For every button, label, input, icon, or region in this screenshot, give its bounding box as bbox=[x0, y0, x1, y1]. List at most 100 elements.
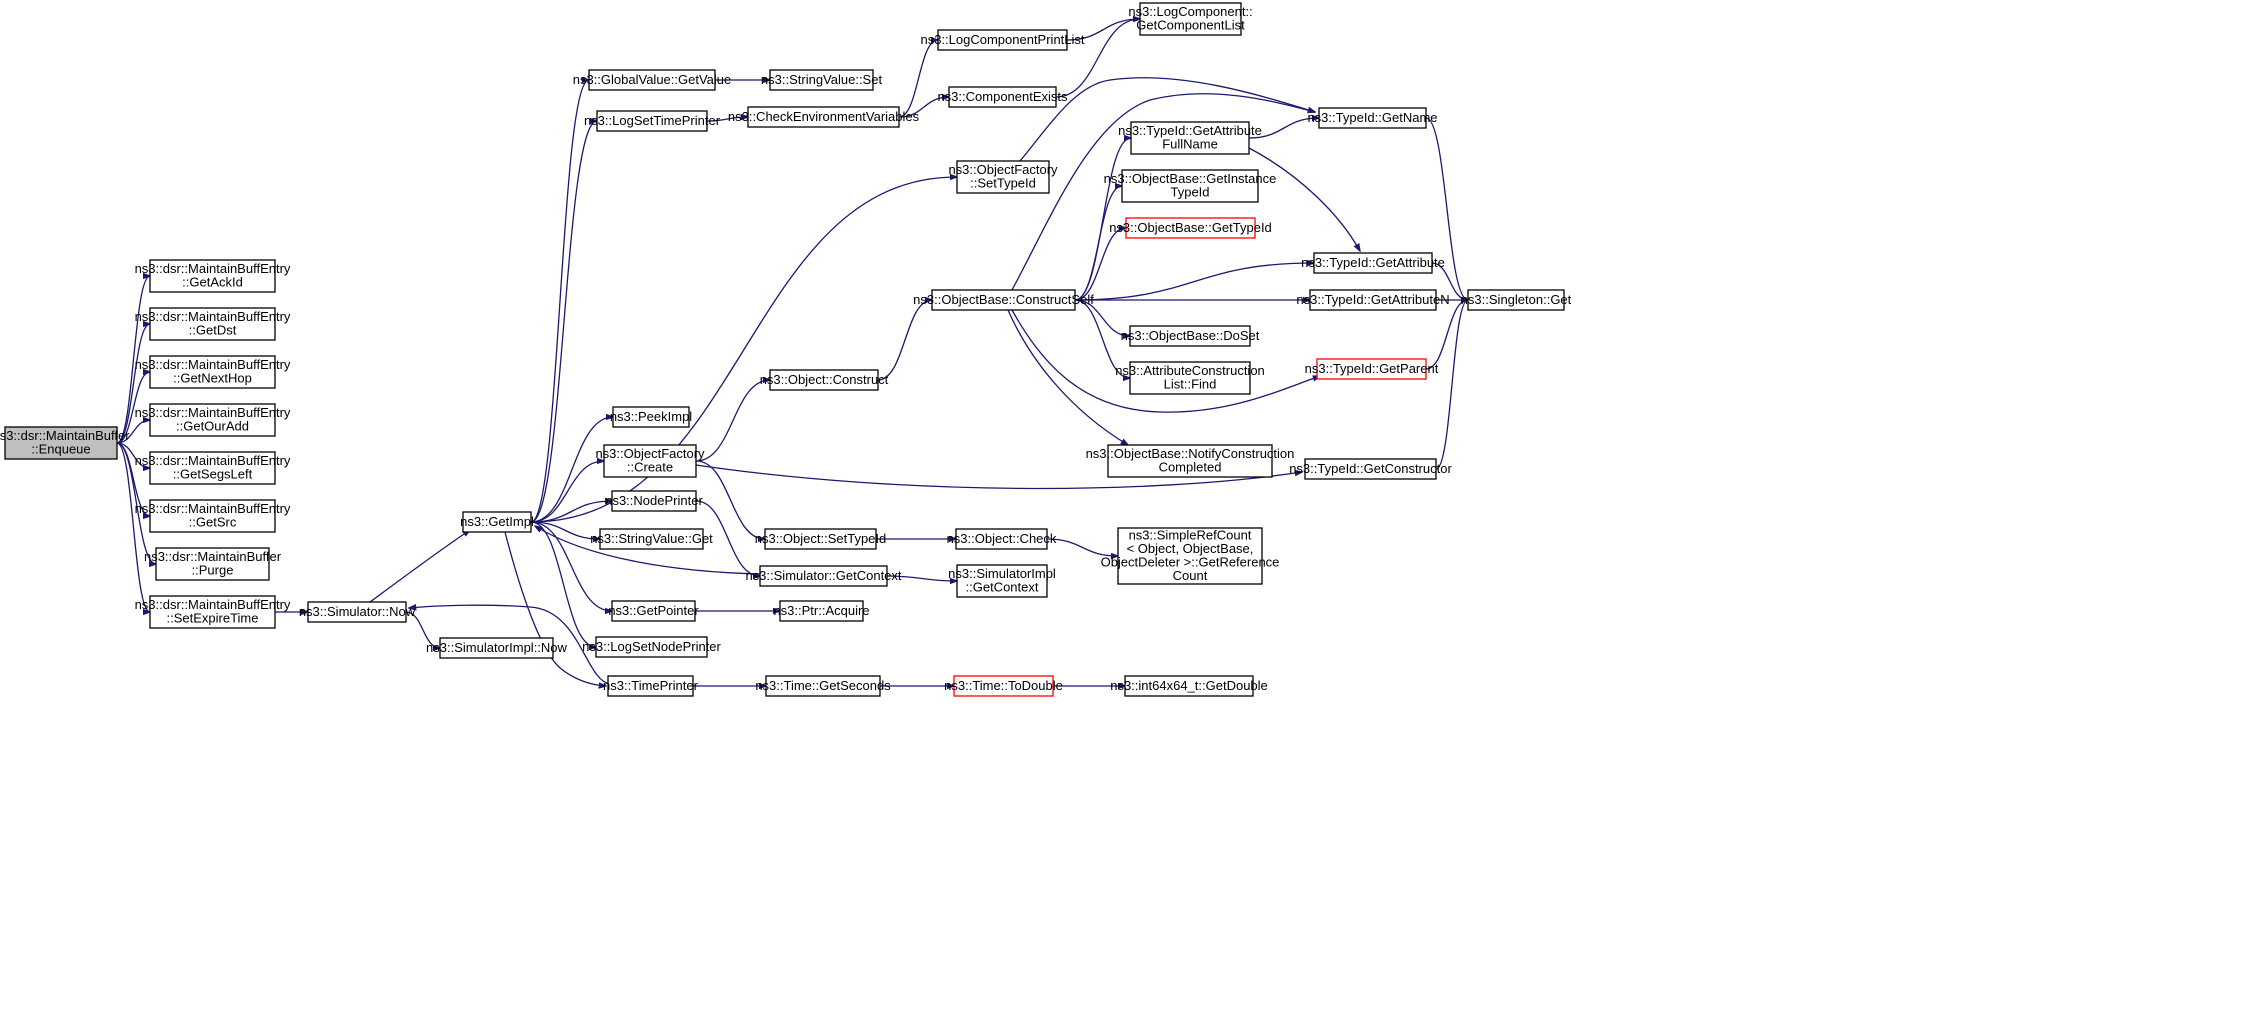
node-label: Completed bbox=[1159, 460, 1222, 475]
node-obconstruct[interactable]: ns3::ObjectBase::ConstructSelf bbox=[913, 289, 1094, 311]
node-enqueue[interactable]: ns3::dsr::MaintainBuffer::Enqueue bbox=[0, 426, 130, 460]
node-label: ns3::TypeId::GetConstructor bbox=[1289, 461, 1452, 476]
node-label: ns3::dsr::MaintainBuffEntry bbox=[135, 453, 291, 468]
edge-logcompprint-to-logcompget bbox=[1066, 19, 1140, 41]
node-gvgetvalue[interactable]: ns3::GlobalValue::GetValue bbox=[573, 69, 732, 91]
node-label: ns3::ObjectBase::DoSet bbox=[1121, 328, 1260, 343]
node-label: ns3::Time::ToDouble bbox=[944, 678, 1063, 693]
node-label: ::SetTypeId bbox=[970, 176, 1036, 191]
node-timegetsec[interactable]: ns3::Time::GetSeconds bbox=[755, 675, 891, 697]
edge-enqueue-to-getouradd bbox=[116, 420, 150, 444]
node-box bbox=[931, 289, 1076, 311]
node-simnow[interactable]: ns3::Simulator::Now bbox=[299, 601, 416, 623]
node-tidgetname[interactable]: ns3::TypeId::GetName bbox=[1307, 107, 1438, 129]
node-label: ns3::GetImpl bbox=[460, 514, 534, 529]
node-ptracquire[interactable]: ns3::Ptr::Acquire bbox=[773, 600, 870, 622]
node-logsettime[interactable]: ns3::LogSetTimePrinter bbox=[584, 110, 721, 132]
node-label: ns3::SimulatorImpl bbox=[948, 566, 1056, 581]
node-objsettypeid[interactable]: ns3::Object::SetTypeId bbox=[755, 528, 887, 550]
node-peekimpl[interactable]: ns3::PeekImpl bbox=[610, 406, 692, 428]
node-box bbox=[1313, 252, 1433, 274]
node-label: ns3::Simulator::Now bbox=[299, 604, 416, 619]
node-tidgetctor[interactable]: ns3::TypeId::GetConstructor bbox=[1289, 458, 1452, 480]
node-getsegsleft[interactable]: ns3::dsr::MaintainBuffEntry::GetSegsLeft bbox=[135, 451, 291, 485]
node-logcompget[interactable]: ns3::LogComponent::GetComponentList bbox=[1128, 2, 1253, 36]
node-simimplnow[interactable]: ns3::SimulatorImpl::Now bbox=[426, 637, 568, 659]
node-label: ns3::AttributeConstruction bbox=[1115, 363, 1265, 378]
node-nodeprinter[interactable]: ns3::NodePrinter bbox=[605, 490, 703, 512]
node-box bbox=[1316, 358, 1427, 380]
node-objconstruct[interactable]: ns3::Object::Construct bbox=[760, 369, 889, 391]
node-label: ns3::LogComponentPrintList bbox=[920, 32, 1084, 47]
node-getsrc[interactable]: ns3::dsr::MaintainBuffEntry::GetSrc bbox=[135, 499, 291, 533]
node-objcheck[interactable]: ns3::Object::Check bbox=[947, 528, 1057, 550]
node-strset[interactable]: ns3::StringValue::Set bbox=[761, 69, 883, 91]
node-box bbox=[1467, 289, 1565, 311]
node-label: ns3::TypeId::GetAttribute bbox=[1301, 255, 1445, 270]
node-strget[interactable]: ns3::StringValue::Get bbox=[590, 528, 713, 550]
node-label: ns3::ObjectBase::GetInstance bbox=[1104, 171, 1277, 186]
node-timeprinter[interactable]: ns3::TimePrinter bbox=[603, 675, 699, 697]
edges-layer bbox=[116, 19, 1468, 686]
node-getdst[interactable]: ns3::dsr::MaintainBuffEntry::GetDst bbox=[135, 307, 291, 341]
node-box bbox=[779, 600, 864, 622]
node-getnexthop[interactable]: ns3::dsr::MaintainBuffEntry::GetNextHop bbox=[135, 355, 291, 389]
node-timetodouble[interactable]: ns3::Time::ToDouble bbox=[944, 675, 1063, 697]
edge-enqueue-to-getackid bbox=[116, 276, 150, 444]
node-label: ::GetAckId bbox=[182, 275, 243, 290]
node-logcompprint[interactable]: ns3::LogComponentPrintList bbox=[920, 29, 1085, 51]
edge-getimpl-to-ofcreate bbox=[530, 461, 604, 523]
node-getackid[interactable]: ns3::dsr::MaintainBuffEntry::GetAckId bbox=[135, 259, 291, 293]
node-box bbox=[149, 595, 276, 629]
node-setexpire[interactable]: ns3::dsr::MaintainBuffEntry::SetExpireTi… bbox=[135, 595, 291, 629]
node-box bbox=[1318, 107, 1427, 129]
node-obgettypeid[interactable]: ns3::ObjectBase::GetTypeId bbox=[1109, 217, 1272, 239]
node-label: ns3::Ptr::Acquire bbox=[773, 603, 869, 618]
node-ofcreate[interactable]: ns3::ObjectFactory::Create bbox=[595, 444, 705, 478]
node-simimplctx[interactable]: ns3::SimulatorImpl::GetContext bbox=[948, 564, 1056, 598]
node-int64double[interactable]: ns3::int64x64_t::GetDouble bbox=[1110, 675, 1268, 697]
node-obnotify[interactable]: ns3::ObjectBase::NotifyConstructionCompl… bbox=[1086, 444, 1295, 478]
node-compexists[interactable]: ns3::ComponentExists bbox=[937, 86, 1068, 108]
edge-simnow-to-simimplnow bbox=[405, 611, 440, 648]
node-box bbox=[1125, 217, 1256, 239]
node-box bbox=[155, 547, 270, 581]
node-label: ::Create bbox=[627, 460, 673, 475]
node-label: ns3::StringValue::Get bbox=[590, 531, 713, 546]
edge-enqueue-to-purge bbox=[116, 442, 156, 564]
node-refcount[interactable]: ns3::SimpleRefCount< Object, ObjectBase,… bbox=[1101, 527, 1280, 585]
node-box bbox=[1309, 289, 1437, 311]
node-label: ::Purge bbox=[192, 563, 234, 578]
node-tidgetattr[interactable]: ns3::TypeId::GetAttribute bbox=[1301, 252, 1445, 274]
node-singleton[interactable]: ns3::Singleton::Get bbox=[1461, 289, 1572, 311]
node-getimpl[interactable]: ns3::GetImpl bbox=[460, 511, 534, 533]
node-label: ::GetOurAdd bbox=[176, 419, 249, 434]
node-label: ns3::Object::SetTypeId bbox=[755, 531, 887, 546]
node-label: ns3::ComponentExists bbox=[937, 89, 1068, 104]
edge-timeprinter-to-simnow bbox=[409, 605, 611, 685]
edge-ofsettypeid-to-tidgetname bbox=[1019, 77, 1315, 162]
node-label: Count bbox=[1173, 568, 1208, 583]
node-tidgetattrn[interactable]: ns3::TypeId::GetAttributeN bbox=[1296, 289, 1450, 311]
node-tidgetparent[interactable]: ns3::TypeId::GetParent bbox=[1305, 358, 1439, 380]
node-box bbox=[611, 600, 696, 622]
node-purge[interactable]: ns3::dsr::MaintainBuffer::Purge bbox=[144, 547, 282, 581]
node-box bbox=[1107, 444, 1273, 478]
node-getpointer[interactable]: ns3::GetPointer bbox=[608, 600, 699, 622]
node-box bbox=[4, 426, 118, 460]
node-checkenv[interactable]: ns3::CheckEnvironmentVariables bbox=[728, 106, 920, 128]
node-label: ns3::Object::Construct bbox=[760, 372, 889, 387]
node-ofsettypeid[interactable]: ns3::ObjectFactory::SetTypeId bbox=[948, 160, 1058, 194]
node-obdoset[interactable]: ns3::ObjectBase::DoSet bbox=[1121, 325, 1260, 347]
node-getouradd[interactable]: ns3::dsr::MaintainBuffEntry::GetOurAdd bbox=[135, 403, 291, 437]
node-label: ns3::int64x64_t::GetDouble bbox=[1110, 678, 1268, 693]
node-logsetnode[interactable]: ns3::LogSetNodePrinter bbox=[582, 636, 722, 658]
edge-ofcreate-to-objsettypeid bbox=[695, 460, 765, 539]
node-box bbox=[956, 160, 1050, 194]
node-simgetctx[interactable]: ns3::Simulator::GetContext bbox=[745, 565, 902, 587]
node-label: ns3::StringValue::Set bbox=[761, 72, 883, 87]
node-box bbox=[759, 565, 888, 587]
